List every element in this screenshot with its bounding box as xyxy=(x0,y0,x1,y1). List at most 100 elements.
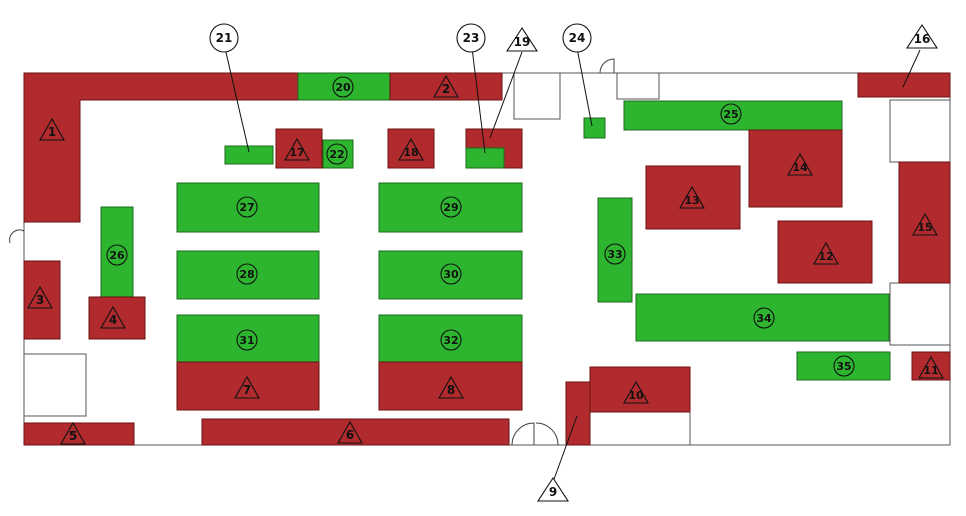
area-label-34: 34 xyxy=(756,312,772,325)
fixture-block xyxy=(889,282,951,346)
marker-20: 20 xyxy=(332,76,354,98)
marker-15: 15 xyxy=(912,212,938,236)
marker-5: 5 xyxy=(60,421,86,445)
area-label-26: 26 xyxy=(109,249,125,262)
marker-31: 31 xyxy=(236,329,258,351)
area-27[interactable] xyxy=(176,182,320,233)
area-4[interactable] xyxy=(88,296,146,340)
triangle-marker xyxy=(623,380,649,404)
area-35[interactable] xyxy=(796,351,891,381)
fixture-block xyxy=(23,353,87,417)
leader-line xyxy=(576,47,593,127)
marker-28: 28 xyxy=(236,263,258,285)
area-label-27: 27 xyxy=(239,201,254,214)
area-8[interactable] xyxy=(378,361,523,411)
marker-2: 2 xyxy=(433,74,459,98)
area-24[interactable] xyxy=(583,117,606,139)
area-31[interactable] xyxy=(176,314,320,363)
door-bottom-right-leaf xyxy=(535,422,559,446)
marker-25: 25 xyxy=(720,103,742,125)
area-3[interactable] xyxy=(23,260,61,340)
area-13[interactable] xyxy=(645,165,741,230)
circle-marker xyxy=(456,23,486,53)
area-28[interactable] xyxy=(176,250,320,300)
triangle-marker xyxy=(787,152,813,176)
area-label-14: 14 xyxy=(792,161,808,174)
triangle-marker xyxy=(918,355,944,379)
area-17[interactable] xyxy=(275,128,323,169)
leader-line xyxy=(224,47,250,153)
marker-29: 29 xyxy=(440,196,462,218)
area-34[interactable] xyxy=(635,293,890,342)
area-23[interactable] xyxy=(465,147,505,169)
area-label-3: 3 xyxy=(36,293,44,307)
area-label-9: 9 xyxy=(549,485,557,499)
area-22[interactable] xyxy=(322,139,354,169)
circle-marker xyxy=(236,196,258,218)
area-label-32: 32 xyxy=(443,334,458,347)
marker-23: 23 xyxy=(456,23,486,53)
area-33[interactable] xyxy=(597,197,633,303)
area-label-8: 8 xyxy=(447,383,455,397)
area-21[interactable] xyxy=(224,145,274,165)
marker-33: 33 xyxy=(604,243,626,265)
triangle-marker xyxy=(438,375,464,399)
marker-35: 35 xyxy=(833,355,855,377)
area-label-11: 11 xyxy=(923,364,938,377)
triangle-marker xyxy=(284,137,310,161)
area-25[interactable] xyxy=(623,100,843,131)
area-18[interactable] xyxy=(387,128,435,169)
area-7[interactable] xyxy=(176,361,320,411)
area-label-24: 24 xyxy=(569,31,586,45)
marker-1: 1 xyxy=(39,117,65,141)
circle-marker xyxy=(326,143,348,165)
area-label-5: 5 xyxy=(69,429,77,443)
area-label-29: 29 xyxy=(443,201,458,214)
leader-line xyxy=(902,49,921,88)
triangle-marker xyxy=(60,421,86,445)
marker-30: 30 xyxy=(440,263,462,285)
marker-19: 19 xyxy=(505,26,539,52)
area-label-30: 30 xyxy=(443,268,459,281)
circle-marker xyxy=(440,329,462,351)
area-label-35: 35 xyxy=(836,360,851,373)
area-30[interactable] xyxy=(378,250,523,300)
marker-7: 7 xyxy=(234,375,260,399)
area-label-10: 10 xyxy=(628,389,644,402)
triangle-marker xyxy=(536,476,570,502)
triangle-marker xyxy=(679,185,705,209)
area-label-23: 23 xyxy=(463,31,480,45)
circle-marker xyxy=(753,307,775,329)
marker-10: 10 xyxy=(623,380,649,404)
marker-12: 12 xyxy=(813,241,839,265)
triangle-marker xyxy=(337,420,363,444)
area-14[interactable] xyxy=(748,129,843,208)
triangle-marker xyxy=(813,241,839,265)
fixture-block xyxy=(589,409,691,446)
circle-marker xyxy=(236,329,258,351)
marker-8: 8 xyxy=(438,375,464,399)
circle-marker xyxy=(332,76,354,98)
area-label-31: 31 xyxy=(239,334,254,347)
marker-16: 16 xyxy=(905,23,939,49)
area-29[interactable] xyxy=(378,182,523,233)
area-label-19: 19 xyxy=(514,35,531,49)
area-label-1: 1 xyxy=(48,125,56,139)
marker-32: 32 xyxy=(440,329,462,351)
area-label-13: 13 xyxy=(684,194,699,207)
area-26[interactable] xyxy=(100,206,134,298)
doors xyxy=(9,58,615,446)
fixture-block xyxy=(513,72,561,120)
area-label-33: 33 xyxy=(607,248,622,261)
marker-17: 17 xyxy=(284,137,310,161)
area-15[interactable] xyxy=(898,161,951,284)
fixture-block xyxy=(616,72,660,100)
area-label-18: 18 xyxy=(403,146,418,159)
area-2[interactable] xyxy=(389,72,503,101)
area-label-16: 16 xyxy=(914,32,931,46)
fixtures xyxy=(23,72,951,446)
area-12[interactable] xyxy=(777,220,873,284)
triangle-marker xyxy=(912,212,938,236)
